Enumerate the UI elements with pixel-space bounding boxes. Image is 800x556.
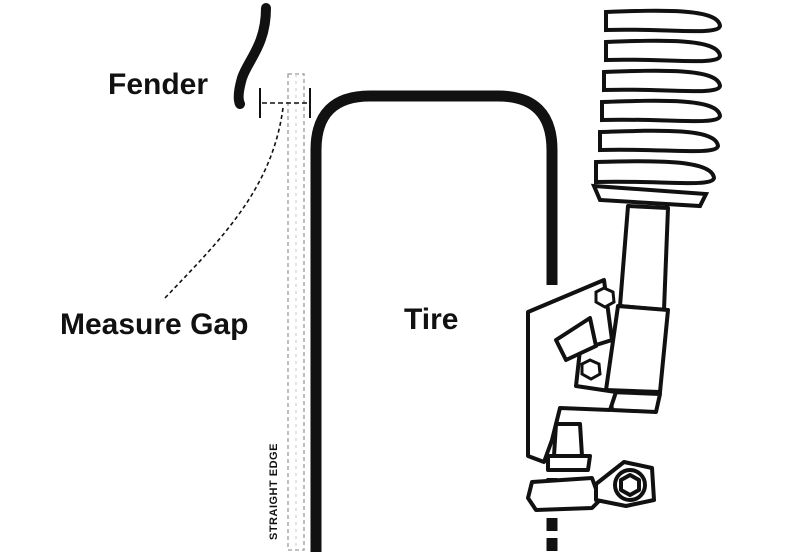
tie-rod [594,460,656,508]
tire-label: Tire [404,303,458,336]
bolt-lower [580,358,602,381]
measure-gap-label: Measure Gap [60,308,248,341]
measure-gap-leader [164,107,284,299]
steering-knuckle [526,278,618,464]
straight-edge-label: STRAIGHT EDGE [268,443,280,540]
strut-body [604,204,670,414]
straight-edge [287,73,305,551]
gap-measure-marker [259,88,311,118]
tire-outline [310,90,558,552]
spring-seat [590,183,710,209]
fender-shape [233,3,271,109]
fender-label: Fender [108,68,208,101]
ball-joint [526,422,602,512]
bolt-upper [594,286,616,309]
coil-spring [594,8,723,186]
